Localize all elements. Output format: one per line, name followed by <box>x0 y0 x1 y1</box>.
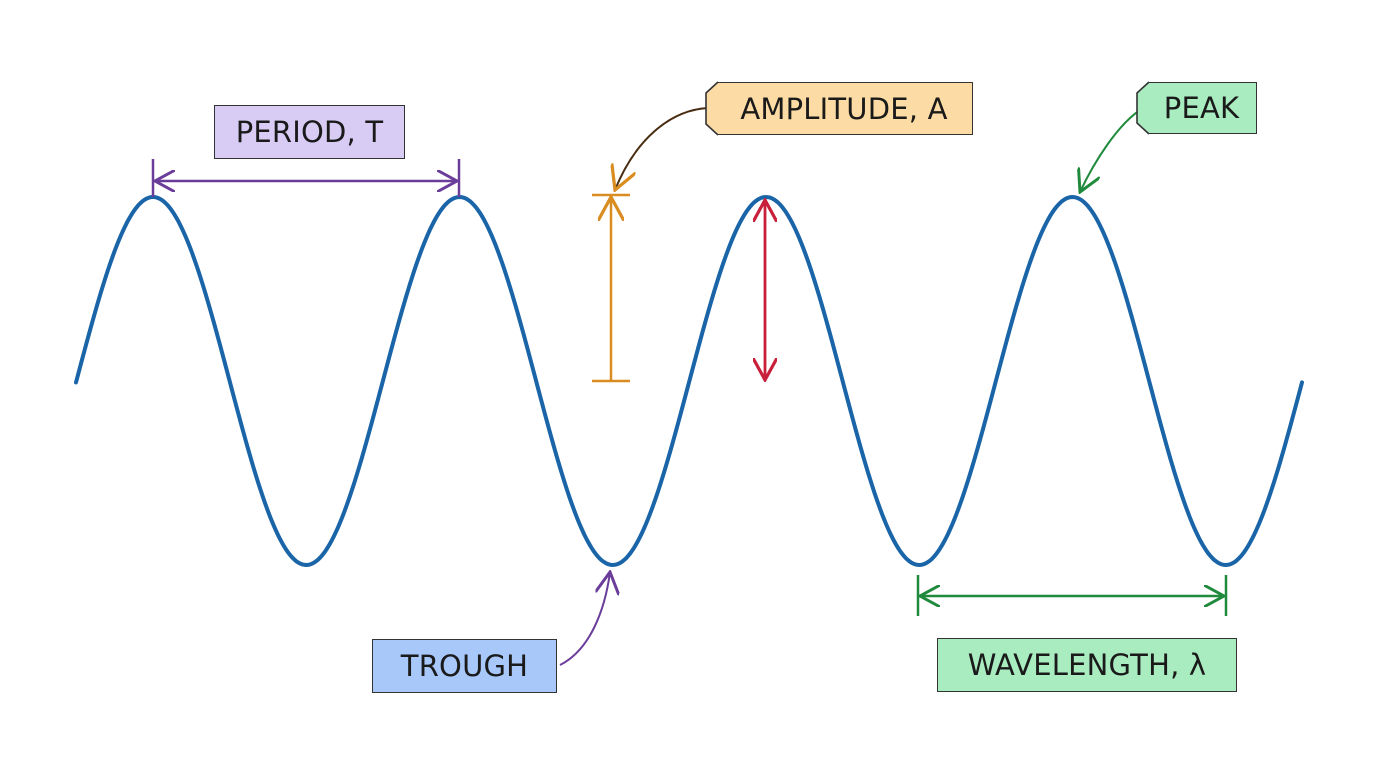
amplitude-label: AMPLITUDE, A <box>706 82 973 135</box>
peak-leader-line <box>1080 109 1141 192</box>
amplitude-indicator <box>592 107 709 383</box>
wavelength-label: WAVELENGTH, λ <box>937 638 1237 692</box>
period-indicator <box>151 159 461 197</box>
amplitude-leader-line <box>615 107 709 190</box>
sine-wave <box>74 194 1304 568</box>
wavelength-indicator <box>916 575 1228 616</box>
trough-leader-line <box>559 572 610 666</box>
peak-label: PEAK <box>1137 82 1257 134</box>
period-label: PERIOD, T <box>214 105 405 159</box>
trough-label: TROUGH <box>372 639 557 693</box>
